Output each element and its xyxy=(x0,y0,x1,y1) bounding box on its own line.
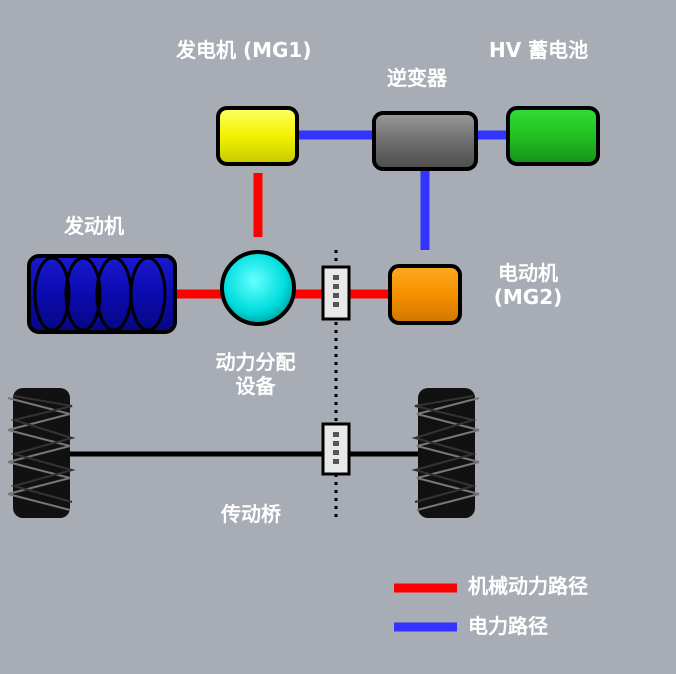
power-split-label-line2: 设备 xyxy=(235,374,276,398)
power-split-label: 动力分配 设备 xyxy=(198,350,313,398)
motor-label-line1: 电动机 xyxy=(498,261,558,285)
motor-label: 电动机 (MG2) xyxy=(488,261,568,309)
wheel-right xyxy=(411,388,480,518)
motor-mg2-block xyxy=(388,264,462,325)
generator-mg1-block xyxy=(216,106,299,166)
inverter-block xyxy=(372,111,478,171)
battery-label: HV 蓄电池 xyxy=(489,38,589,62)
motor-label-line2: (MG2) xyxy=(493,285,563,309)
engine-label: 发动机 xyxy=(64,214,124,238)
engine-block xyxy=(27,254,177,334)
axle-label: 传动桥 xyxy=(221,502,281,526)
coupling-upper xyxy=(321,265,351,321)
hv-battery-block xyxy=(506,106,600,166)
coupling-lower xyxy=(321,422,351,476)
legend-label-mechanical: 机械动力路径 xyxy=(468,574,588,598)
wheel-left xyxy=(7,388,76,518)
power-split-label-line1: 动力分配 xyxy=(215,350,296,374)
power-split-device xyxy=(220,250,296,326)
legend-label-electrical: 电力路径 xyxy=(468,614,548,638)
inverter-label: 逆变器 xyxy=(387,66,447,90)
generator-label: 发电机 (MG1) xyxy=(176,38,312,62)
